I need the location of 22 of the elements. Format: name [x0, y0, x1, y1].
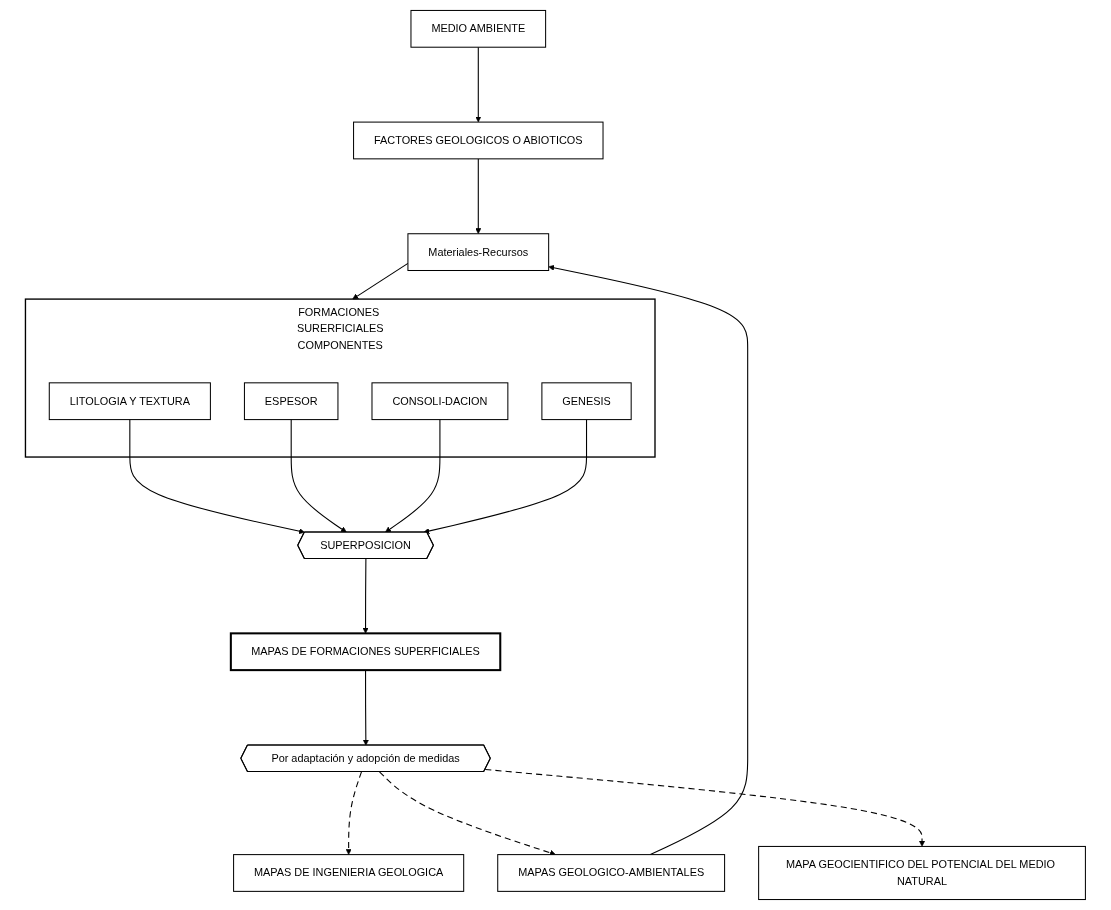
arrow — [484, 768, 926, 847]
node-box: ESPESOR — [244, 382, 339, 421]
arrow — [385, 419, 441, 533]
node-box: FACTORES GEOLOGICOS O ABIOTICOS — [353, 121, 604, 160]
arrow — [290, 419, 347, 533]
node-box: GENESIS — [541, 382, 632, 421]
arrow — [345, 771, 363, 855]
arrow — [475, 158, 482, 234]
node-box: MAPAS GEOLOGICO-AMBIENTALES — [497, 854, 726, 892]
arrow — [548, 264, 749, 856]
node-box: MAPAS DE FORMACIONES SUPERFICIALES — [229, 632, 502, 672]
arrow — [129, 419, 305, 535]
arrow — [362, 558, 369, 634]
node-box: LITOLOGIA Y TEXTURA — [48, 382, 211, 421]
node-box: MEDIO AMBIENTE — [410, 9, 547, 48]
arrow — [423, 419, 588, 534]
arrow — [475, 46, 482, 123]
node-box: MAPAS DE INGENIERIA GEOLOGICA — [233, 854, 465, 892]
node-box: Materiales-Recursos — [407, 233, 550, 271]
arrow — [379, 771, 556, 856]
node-box: CONSOLI-DACION — [371, 382, 509, 421]
node-box: MAPA GEOCIENTIFICO DEL POTENCIAL DEL MEDIO NATURAL — [758, 845, 1086, 901]
